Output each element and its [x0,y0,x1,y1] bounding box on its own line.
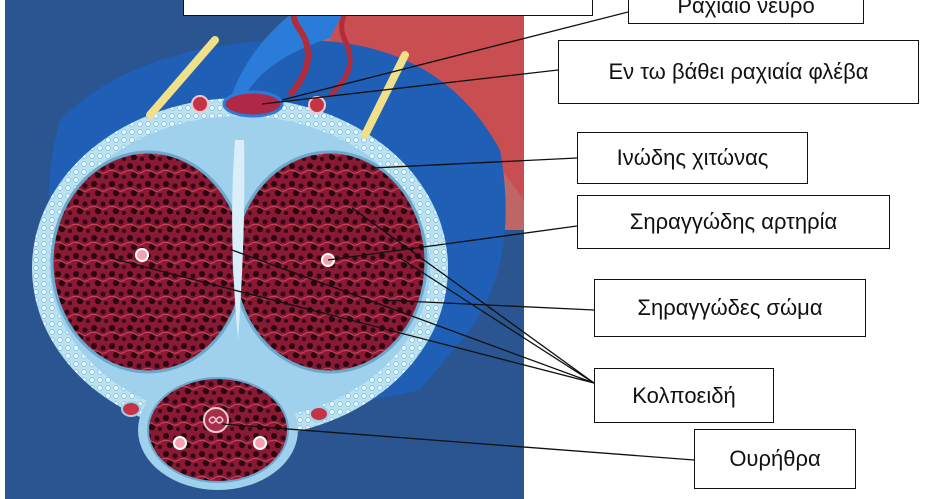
cavernous-artery-left [136,249,148,261]
dorsal-artery-left [192,96,208,112]
bulbourethral-artery-right [254,437,266,449]
dorsal-artery-right [309,97,325,113]
bulbourethral-artery-left [174,437,186,449]
label-urethra: Ουρήθρα [694,429,856,489]
label-corpus-cavernosum: Σηραγγώδες σώμα [594,279,866,337]
deep-dorsal-vein [224,92,282,116]
label-cavernous-artery: Σηραγγώδης αρτηρία [577,195,890,249]
label-dorsal-nerve: Ραχιαίο νεύρο [628,0,864,24]
top-label-box [183,0,593,16]
label-sinusoids: Κολποειδή [594,368,774,423]
label-deep-dorsal-vein: Εν τω βάθει ραχιαία φλέβα [558,40,919,104]
label-tunica-albuginea: Ινώδης χιτώνας [577,132,808,184]
corpus-cavernosum-left [52,152,244,372]
